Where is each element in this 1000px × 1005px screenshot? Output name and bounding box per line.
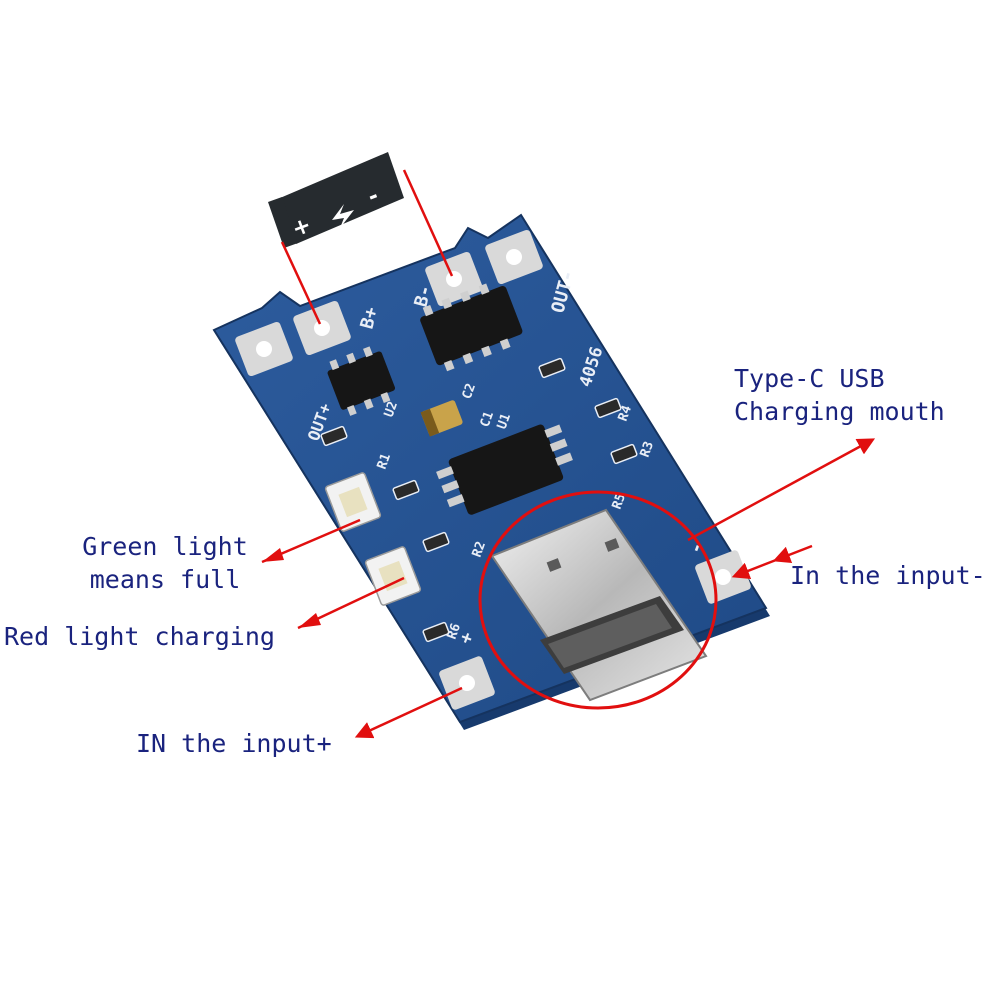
label-green-line1: Green light [82,532,248,561]
battery-lead-minus [402,169,454,277]
usb-c-connector [490,508,708,702]
pad-input-minus-hole [715,569,731,585]
arrow-usb [687,438,876,542]
pad-b-plus-hole [314,320,330,336]
mark-u2: U2 [382,400,401,420]
mark-r6: R6 [445,621,465,641]
pad-b-minus-hole [446,271,462,287]
capacitor-band [420,408,440,437]
mark-r4: R4 [616,403,636,423]
green-led [324,472,382,532]
arrow-heads-left [262,548,321,628]
label-green-line2: means full [89,565,241,594]
label-red-light: Red light charging [4,622,275,651]
mark-r3: R3 [638,440,657,460]
arrow-in-minus-tail [772,544,813,564]
charger-board [212,213,770,730]
label-usb-line1: Type-C USB [734,364,885,393]
mark-c2: C2 [460,382,479,402]
small-components [320,357,638,643]
mark-c1: C1 [478,409,498,429]
charger-ic [436,424,573,515]
arrow-in-minus [731,558,777,580]
pad-out-minus-hole [506,249,522,265]
label-green-light: Green light means full [70,530,260,596]
usb-highlight-circle [478,490,718,710]
top-pads [235,229,543,377]
mark-r2: R2 [470,540,489,560]
label-usb: Type-C USB Charging mouth [734,362,945,428]
battery-bolt [332,204,354,228]
battery-lead-plus [280,241,322,325]
mosfet-chip [327,346,396,416]
pad-out-plus-hole [256,341,272,357]
battery-icon: + - [268,152,404,248]
label-input-minus: In the input- [790,561,986,590]
protection-chip [420,283,523,372]
label-input-plus: IN the input+ [136,729,332,758]
mark-u1: U1 [495,411,515,431]
mark-r1: R1 [375,451,395,471]
arrow-in-plus [354,686,463,739]
mark-r5: R5 [610,492,629,512]
pad-input-plus-hole [459,675,475,691]
label-usb-line2: Charging mouth [734,397,945,426]
